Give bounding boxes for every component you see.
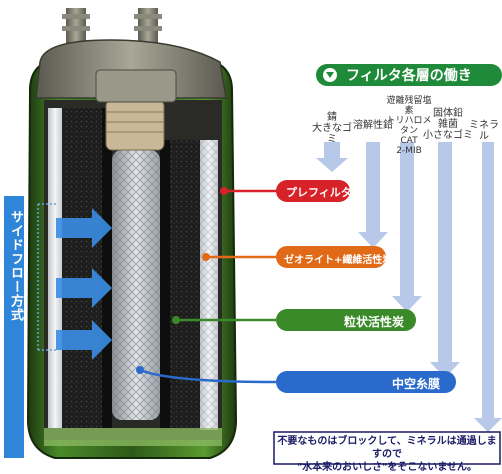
prefilter-layer (48, 108, 62, 428)
removal-arrows (316, 142, 502, 432)
column-label-mineral: ミネラル (469, 120, 499, 142)
cartridge-cap (35, 39, 227, 99)
layer-pill-hollow (276, 371, 456, 393)
column-label-rust: 錆 大きなゴミ (312, 112, 352, 145)
side-flow-label: サイドフロー方式 (8, 210, 23, 322)
layer-pill-carbon (276, 309, 416, 331)
layer-pill-prefilter (276, 180, 350, 202)
layer-label-carbon: 粒状活性炭 (344, 315, 405, 329)
granular-carbon-layer (62, 108, 102, 428)
side-flow-arrows (56, 208, 112, 360)
bottom-note: 不要なものはブロックして、ミネラルは通過しますので "水本来のおいしさ"をそこな… (277, 436, 497, 473)
header-band (316, 64, 502, 86)
side-flow-band (4, 196, 24, 458)
column-label-solid-lead: 固体鉛 雑菌 小さなゴミ (423, 108, 473, 141)
layer-pill-zeolite (276, 246, 386, 268)
core-thread (105, 99, 165, 151)
layer-label-zeolite: ゼオライト+繊維活性炭 (284, 255, 393, 266)
column-label-chlorine: 遊離残留塩素 トリハロメタン CAT 2-MIB (386, 96, 432, 156)
column-label-dissolved-lead: 溶解性鉛 (353, 120, 393, 131)
leader-lines (136, 187, 277, 384)
layer-label-hollow-fiber: 中空糸膜 (392, 377, 441, 391)
header-title: フィルタ各層の働き (346, 68, 472, 84)
bottom-note-box (273, 431, 501, 465)
layer-label-prefilter: プレフィルタ (286, 186, 352, 199)
